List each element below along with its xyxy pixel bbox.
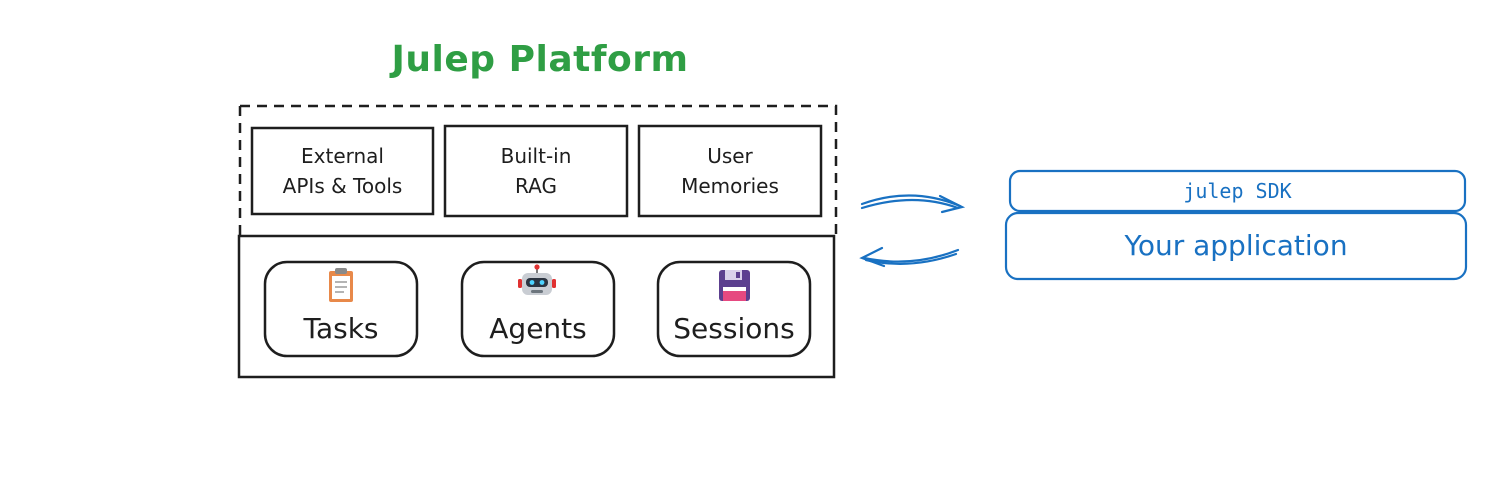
component-box-sessions — [656, 260, 812, 358]
component-sessions: Sessions — [658, 304, 810, 350]
sdk-box — [1008, 169, 1467, 213]
component-box-tasks — [263, 260, 419, 358]
feature-rag: Built-in RAG — [445, 126, 627, 216]
component-agents-label: Agents — [489, 312, 587, 345]
robot-icon — [518, 264, 556, 295]
platform-title: Julep Platform — [391, 39, 689, 80]
component-tasks: Tasks — [265, 304, 417, 350]
feature-memories-line1: User — [707, 144, 753, 168]
feature-memories-line2: Memories — [681, 174, 779, 198]
sdk-label: julep SDK — [1183, 179, 1292, 203]
feature-external: External APIs & Tools — [252, 128, 433, 214]
feature-rag-line2: RAG — [515, 174, 557, 198]
arrow-left-icon — [859, 246, 960, 268]
component-agents: Agents — [462, 304, 614, 350]
feature-box-memories — [637, 124, 823, 218]
feature-rag-line1: Built-in — [500, 144, 572, 168]
feature-box-external — [250, 126, 435, 216]
component-box-agents — [460, 260, 616, 358]
app-label: Your application — [1124, 229, 1348, 262]
core-box — [237, 234, 836, 379]
arrow-right-icon — [860, 194, 966, 214]
floppy-disk-icon — [719, 270, 750, 301]
app-box — [1004, 211, 1468, 281]
feature-memories: User Memories — [639, 126, 821, 216]
component-tasks-label: Tasks — [303, 312, 379, 345]
feature-external-line2: APIs & Tools — [282, 174, 403, 198]
feature-external-line1: External — [301, 144, 384, 168]
platform-dashed-border — [238, 104, 838, 236]
feature-box-rag — [443, 124, 629, 218]
clipboard-icon — [329, 268, 353, 302]
component-sessions-label: Sessions — [673, 312, 795, 345]
